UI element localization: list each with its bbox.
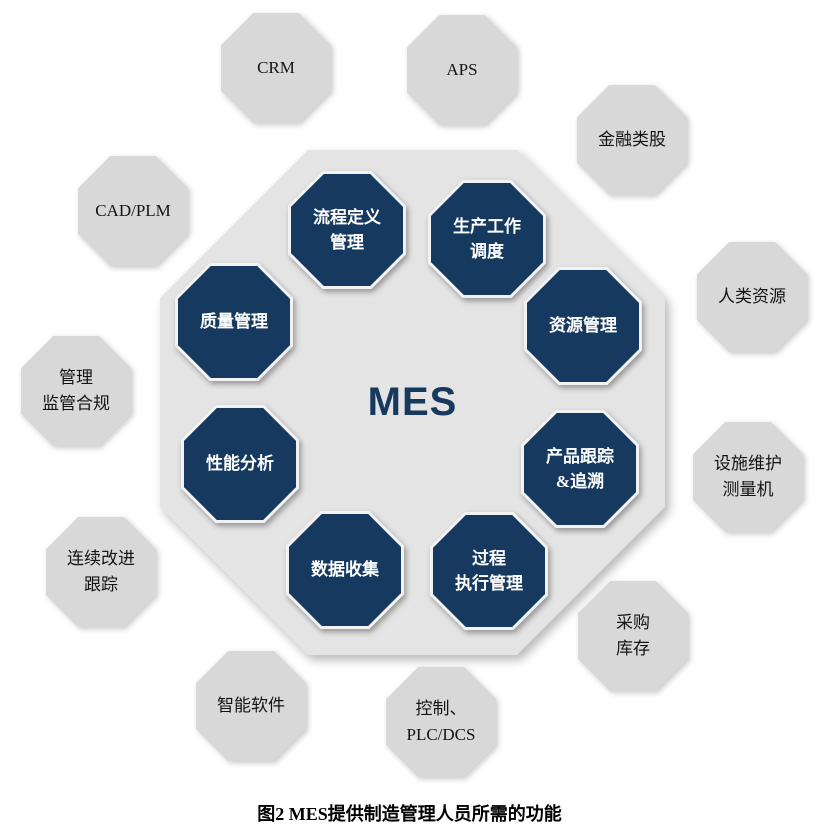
node-label-line: 质量管理 — [200, 312, 268, 332]
outer-node-crm: CRM — [221, 13, 331, 123]
inner-node-shape: 质量管理 — [175, 263, 293, 381]
outer-node-shape: CRM — [221, 13, 331, 123]
node-label-line: 资源管理 — [549, 316, 617, 336]
outer-node-shape: APS — [407, 15, 517, 125]
node-label-line: 连续改进 — [67, 548, 135, 568]
node-label-line: 金融类股 — [598, 129, 666, 149]
node-label-line: 执行管理 — [455, 574, 523, 593]
node-label-line: CAD/PLM — [95, 200, 171, 220]
node-label-line: 管理 — [330, 233, 364, 252]
outer-node-shape: 设施维护 测量机 — [693, 422, 803, 532]
figure-caption: 图2 MES提供制造管理人员所需的功能 — [257, 804, 562, 824]
outer-node-continuous-improvement: 连续改进 跟踪 — [46, 517, 156, 627]
mes-hub-octagon: MES — [160, 150, 665, 655]
node-label-line: 调度 — [470, 242, 504, 261]
inner-node-performance-analysis: 性能分析 — [181, 405, 299, 523]
node-label-line: 采购 — [616, 612, 650, 632]
outer-node-facility-maintenance: 设施维护 测量机 — [693, 422, 803, 532]
inner-node-production-work-scheduling: 生产工作 调度 — [428, 180, 546, 298]
node-label-line: 过程 — [472, 548, 506, 568]
outer-node-aps: APS — [407, 15, 517, 125]
outer-node-shape: 智能软件 — [196, 651, 306, 761]
inner-node-shape: 生产工作 调度 — [428, 180, 546, 298]
outer-node-financial: 金融类股 — [577, 85, 687, 195]
inner-node-shape: 过程 执行管理 — [430, 512, 548, 630]
node-label-line: 产品跟踪 — [546, 446, 614, 466]
inner-node-shape: 资源管理 — [524, 267, 642, 385]
inner-node-product-tracking-genealogy: 产品跟踪 &追溯 — [521, 410, 639, 528]
inner-node-process-definition-management: 流程定义 管理 — [288, 171, 406, 289]
inner-node-process-execution-management: 过程 执行管理 — [430, 512, 548, 630]
node-label-line: PLC/DCS — [406, 725, 476, 744]
outer-node-intelligent-software: 智能软件 — [196, 651, 306, 761]
outer-node-shape: 金融类股 — [577, 85, 687, 195]
node-label-line: 生产工作 — [453, 216, 521, 236]
node-label-line: 设施维护 — [714, 453, 782, 473]
inner-node-quality-management: 质量管理 — [175, 263, 293, 381]
node-label-line: 人类资源 — [718, 286, 786, 306]
node-label-line: 智能软件 — [217, 695, 285, 715]
outer-node-shape: 采购 库存 — [578, 581, 688, 691]
outer-node-shape: 管理 监管合规 — [21, 336, 131, 446]
inner-node-data-collection: 数据收集 — [286, 511, 404, 629]
node-label-line: 控制、 — [415, 698, 467, 718]
node-label-line: 性能分析 — [206, 454, 274, 474]
inner-node-shape: 流程定义 管理 — [288, 171, 406, 289]
node-label-line: 监管合规 — [42, 394, 110, 413]
node-label-line: APS — [446, 59, 478, 79]
outer-node-shape: CAD/PLM — [78, 156, 188, 266]
node-label-line: 流程定义 — [313, 207, 381, 227]
node-label-line: 测量机 — [722, 480, 774, 499]
node-label-line: CRM — [257, 57, 295, 77]
node-label-line: 库存 — [616, 639, 650, 658]
outer-node-procurement-inventory: 采购 库存 — [578, 581, 688, 691]
mes-center-label: MES — [367, 380, 458, 424]
node-label-line: 数据收集 — [311, 560, 379, 580]
node-label-line: 管理 — [59, 367, 93, 387]
outer-node-shape: 人类资源 — [697, 242, 807, 352]
node-label-line: &追溯 — [555, 472, 605, 491]
inner-node-shape: 数据收集 — [286, 511, 404, 629]
inner-node-shape: 性能分析 — [181, 405, 299, 523]
node-label-line: 跟踪 — [84, 575, 118, 594]
outer-node-management-compliance: 管理 监管合规 — [21, 336, 131, 446]
outer-node-control-plc-dcs: 控制、 PLC/DCS — [386, 667, 496, 777]
outer-node-shape: 控制、 PLC/DCS — [386, 667, 496, 777]
outer-node-human-resources: 人类资源 — [697, 242, 807, 352]
outer-node-shape: 连续改进 跟踪 — [46, 517, 156, 627]
outer-node-cad-plm: CAD/PLM — [78, 156, 188, 266]
inner-node-shape: 产品跟踪 &追溯 — [521, 410, 639, 528]
mes-hub-shape: MES — [160, 150, 665, 655]
inner-node-resource-management: 资源管理 — [524, 267, 642, 385]
